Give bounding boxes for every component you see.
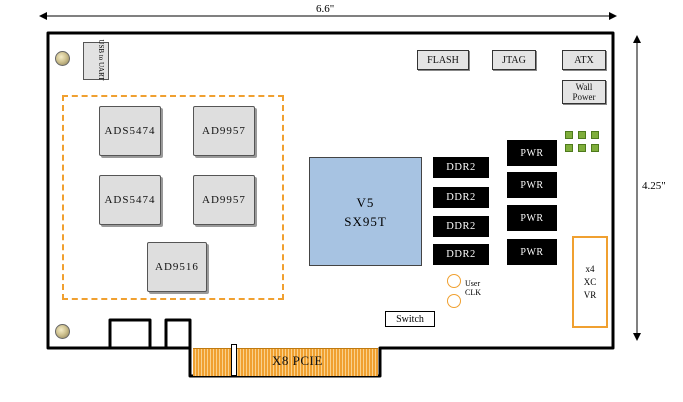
user-clk-label: User CLK <box>465 279 481 297</box>
user-clk-line1: User <box>465 279 481 288</box>
usb-uart-label: USB to UART <box>86 36 105 84</box>
wall-power-line1: Wall <box>575 82 593 92</box>
led-5 <box>578 144 586 152</box>
fpga-chip: V5 SX95T <box>309 157 422 266</box>
xcvr-line3: VR <box>583 289 597 300</box>
xcvr-box: x4 XC VR <box>572 236 608 328</box>
fpga-line1: V5 <box>356 194 375 210</box>
pcie-edge-connector <box>193 348 378 376</box>
analog-region <box>62 95 284 300</box>
adc-chip-top: ADS5474 <box>99 106 161 156</box>
width-label: 6.6" <box>316 3 335 15</box>
usb-uart-line1: USB <box>97 39 105 54</box>
flash-connector: FLASH <box>417 50 469 70</box>
led-6 <box>591 144 599 152</box>
pwr-module-1: PWR <box>507 140 557 166</box>
ddr2-chip-4: DDR2 <box>433 244 489 265</box>
height-label: 4.25" <box>642 180 666 192</box>
user-clk-ring-1 <box>447 274 461 288</box>
usb-uart-line3: UART <box>97 61 105 81</box>
user-clk-line2: CLK <box>465 288 481 297</box>
fpga-line2: SX95T <box>344 213 387 229</box>
adc-chip-bottom: ADS5474 <box>99 175 161 225</box>
wall-power-connector: Wall Power <box>562 80 606 104</box>
jtag-connector: JTAG <box>492 50 536 70</box>
ddr2-chip-1: DDR2 <box>433 157 489 178</box>
atx-connector: ATX <box>562 50 606 70</box>
switch-button: Switch <box>385 311 435 327</box>
dac-chip-bottom: AD9957 <box>193 175 255 225</box>
wall-power-line2: Power <box>572 92 596 102</box>
usb-uart-line2: to <box>97 54 105 61</box>
ddr2-chip-2: DDR2 <box>433 187 489 208</box>
mounting-hole-bottom <box>55 324 70 339</box>
usb-uart-chip <box>83 42 109 80</box>
pwr-module-3: PWR <box>507 205 557 231</box>
pwr-module-4: PWR <box>507 239 557 265</box>
ddr2-chip-3: DDR2 <box>433 216 489 237</box>
mounting-hole-top <box>55 51 70 66</box>
clock-chip: AD9516 <box>147 242 207 292</box>
led-3 <box>591 131 599 139</box>
pcie-label: X8 PCIE <box>272 353 323 368</box>
led-2 <box>578 131 586 139</box>
led-1 <box>565 131 573 139</box>
user-clk-ring-2 <box>447 294 461 308</box>
xcvr-line1: x4 <box>585 263 595 274</box>
dac-chip-top: AD9957 <box>193 106 255 156</box>
pcie-key-notch <box>231 344 237 376</box>
led-4 <box>565 144 573 152</box>
xcvr-line2: XC <box>583 276 597 287</box>
pwr-module-2: PWR <box>507 172 557 198</box>
